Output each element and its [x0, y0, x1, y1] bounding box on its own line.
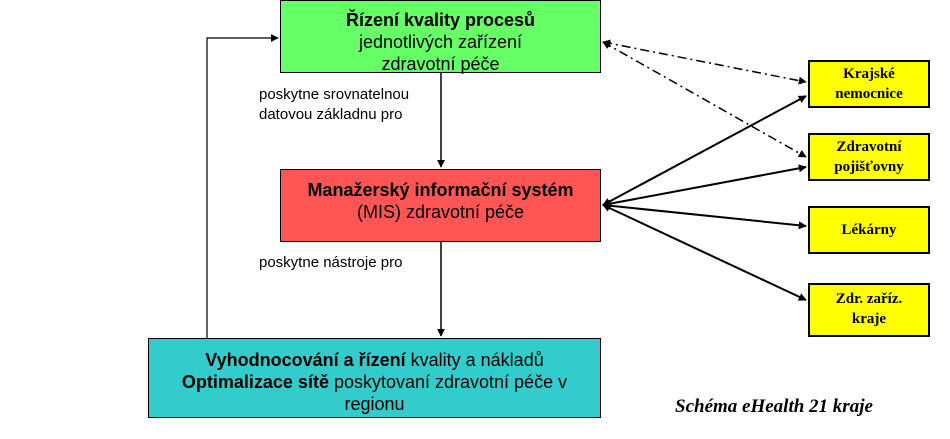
label-tools: poskytne nástroje pro	[259, 254, 403, 271]
side-box-insurance-line1: Zdravotní	[836, 139, 902, 155]
evaluation-line2-rest: poskytovaní zdravotní péče v	[328, 372, 568, 392]
evaluation-line1-bold: Vyhodnocování a řízení	[205, 350, 406, 370]
arrow-mis-to-hospitals	[602, 95, 807, 206]
side-box-hospitals-line1: Krajské	[843, 66, 895, 82]
label-data-basis: poskytne srovnatelnou datovou základnu p…	[259, 85, 409, 125]
side-box-insurance: Zdravotní pojišťovny	[808, 133, 930, 181]
side-box-regional-line2: kraje	[851, 311, 887, 327]
arrow-top-to-insurance	[602, 41, 807, 158]
side-box-pharmacies-line1: Lékárny	[841, 222, 897, 238]
side-box-pharmacies: Lékárny	[808, 206, 930, 254]
side-box-hospitals: Krajské nemocnice	[808, 60, 930, 108]
evaluation-line1-rest: kvality a nákladů	[405, 350, 544, 370]
side-box-hospitals-line2: nemocnice	[835, 86, 903, 102]
evaluation-line3: regionu	[344, 394, 405, 414]
evaluation-line2: Optimalizace sítě poskytovaní zdravotní …	[149, 371, 600, 393]
evaluation-line2-bold: Optimalizace sítě	[181, 372, 329, 392]
side-box-insurance-line2: pojišťovny	[834, 159, 904, 175]
diagram-caption: Schéma eHealth 21 kraje	[675, 396, 873, 417]
process-quality-box: Řízení kvality procesů jednotlivých zaří…	[280, 0, 601, 74]
evaluation-box: Vyhodnocování a řízení kvality a nákladů…	[148, 338, 601, 418]
side-box-regional-facilities: Zdr. zaříz. kraje	[808, 283, 930, 337]
mis-title: Manažerský informační systém	[307, 180, 574, 200]
arrow-mis-to-pharmacies	[602, 201, 807, 230]
evaluation-line1: Vyhodnocování a řízení kvality a nákladů	[149, 349, 600, 371]
mis-box: Manažerský informační systém (MIS) zdrav…	[280, 169, 601, 242]
side-box-regional-line1: Zdr. zaříz.	[835, 291, 903, 307]
process-quality-title: Řízení kvality procesů	[345, 10, 536, 30]
label-data-basis-line2: datovou základnu pro	[259, 106, 403, 123]
mis-subtitle: (MIS) zdravotní péče	[356, 202, 525, 222]
arrow-mis-to-insurance	[602, 164, 807, 208]
arrow-mis-to-regional	[602, 204, 807, 301]
label-data-basis-line1: poskytne srovnatelnou	[259, 86, 410, 103]
process-quality-line2: jednotlivých zařízení	[358, 32, 523, 52]
arrow-top-to-hospitals	[602, 39, 807, 85]
process-quality-line3: zdravotní péče	[381, 54, 500, 74]
arrow-feedback-loop	[206, 34, 279, 338]
